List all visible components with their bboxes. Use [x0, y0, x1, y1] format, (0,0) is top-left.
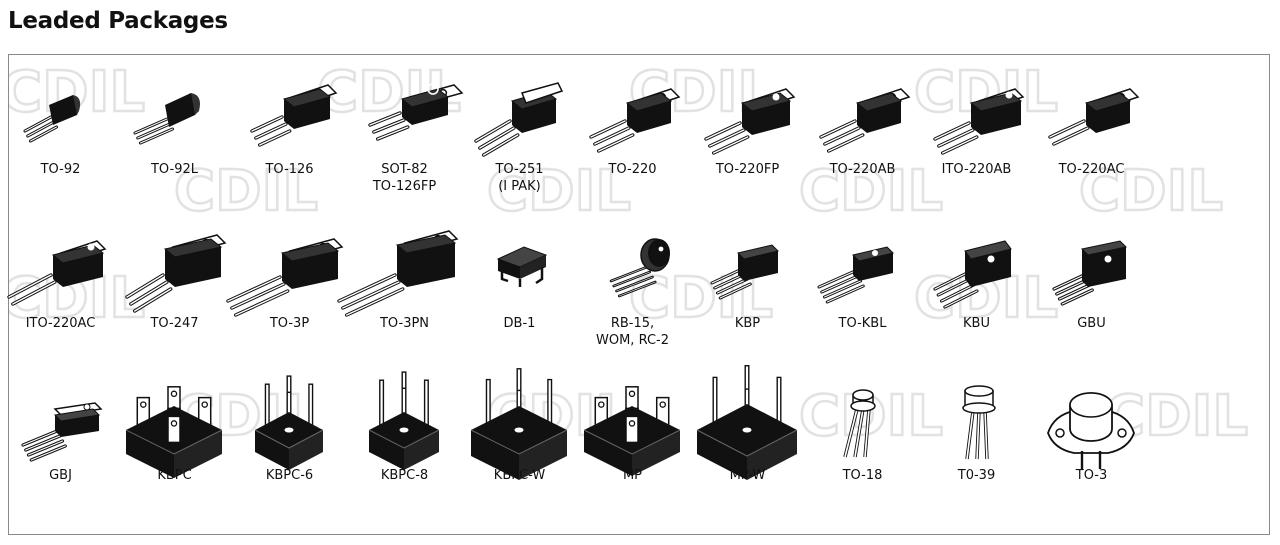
package-cell: TO-18 [805, 375, 920, 525]
package-cell: KBPC-W [462, 368, 577, 525]
to220ac-package-icon [1048, 88, 1140, 146]
package-label: DB-1 [503, 316, 536, 331]
package-label: KBU [963, 316, 990, 331]
package-label: TO-220 [608, 162, 657, 177]
package-label: TO-247 [150, 316, 199, 331]
package-cell: TO-3 [1034, 375, 1149, 525]
kbpc-bridge-icon [125, 386, 223, 478]
package-cell: TO-92 [3, 63, 118, 213]
package-cell: KBPC-8 [347, 371, 462, 525]
package-label: TO-251(I PAK) [495, 162, 544, 194]
kbu-bridge-icon [933, 240, 1012, 309]
to92l-transistor-icon [133, 93, 200, 145]
package-label: GBJ [49, 468, 72, 483]
package-cell: MP [575, 375, 690, 525]
kbpc8-bridge-icon [368, 371, 440, 470]
package-cell: KBU [919, 215, 1034, 365]
package-cell: ITO-220AB [919, 63, 1034, 213]
kbpcw-bridge-icon [470, 368, 568, 480]
gbj-bridge-icon [21, 402, 103, 462]
package-label: ITO-220AC [25, 316, 96, 331]
package-cell: KBPC-6 [232, 375, 347, 525]
gbu-bridge-icon [1052, 240, 1128, 306]
package-cell: TO-247 [117, 215, 232, 365]
package-label: TO-220AC [1058, 162, 1125, 177]
to3p-package-icon [226, 238, 344, 317]
to92-transistor-icon [23, 95, 81, 143]
rb15-round-bridge-icon [609, 238, 670, 298]
to220-package-icon [589, 88, 681, 153]
to3-metal-can-icon [1047, 392, 1135, 469]
package-cell: ITO-220AC [3, 215, 118, 365]
package-label: KBPC-8 [380, 468, 429, 483]
to18-metal-can-icon [843, 389, 876, 458]
package-label: MP [622, 468, 643, 483]
package-label: TO-92 [40, 162, 81, 177]
package-cell: T0-39 [919, 375, 1034, 525]
package-cell: KBP [690, 215, 805, 365]
package-label: TO-18 [842, 468, 883, 483]
to220fp-package-icon [704, 88, 796, 155]
package-cell: TO-220 [575, 63, 690, 213]
to3pn-package-icon [337, 230, 459, 317]
db1-package-icon [496, 246, 548, 287]
ito220ab-package-icon [933, 88, 1025, 155]
packages-panel: CDIL CDIL CDIL CDIL CDIL CDIL CDIL CDIL … [7, 54, 1270, 535]
package-cell: TO-126 [232, 63, 347, 213]
package-label: TO-220FP [715, 162, 780, 177]
package-label: TO-220AB [829, 162, 896, 177]
package-cell: DB-1 [462, 215, 577, 365]
package-label: KBPC-W [493, 468, 546, 483]
package-label: TO-3 [1075, 468, 1108, 483]
to251-package-icon [474, 82, 564, 157]
to126-package-icon [250, 84, 338, 147]
package-label: KBPC [157, 468, 192, 483]
tokbl-bridge-icon [817, 246, 894, 304]
package-cell: TO-220AC [1034, 63, 1149, 213]
to39-metal-can-icon [962, 385, 996, 460]
package-label: TO-KBL [838, 316, 887, 331]
package-cell: KBPC [117, 375, 232, 525]
package-cell: TO-251(I PAK) [462, 63, 577, 213]
package-cell: GBU [1034, 215, 1149, 365]
package-label: KBPC-6 [265, 468, 314, 483]
mp-bridge-icon [583, 386, 681, 476]
package-cell: GBJ [3, 375, 118, 525]
kbpc6-bridge-icon [254, 375, 324, 470]
package-cell: RB-15,WOM, RC-2 [575, 215, 690, 365]
package-label: T0-39 [957, 468, 996, 483]
page-title: Leaded Packages [8, 8, 228, 34]
to247-package-icon [125, 234, 227, 313]
kbp-bridge-icon [710, 244, 779, 300]
package-cell: TO-220AB [805, 63, 920, 213]
package-label: TO-126 [265, 162, 314, 177]
to220ab-package-icon [819, 88, 911, 153]
package-cell: TO-3P [226, 215, 347, 365]
package-cell: MP-W [690, 364, 805, 525]
package-cell: TO-KBL [805, 215, 920, 365]
ito220ac-package-icon [7, 240, 107, 306]
mpw-bridge-icon [696, 364, 798, 480]
package-label: KBP [734, 316, 761, 331]
package-cell: TO-92L [117, 63, 232, 213]
package-label: GBU [1077, 316, 1106, 331]
sot82-package-icon [368, 83, 464, 141]
package-label: TO-3PN [379, 316, 430, 331]
package-label: MP-W [729, 468, 766, 483]
package-label: ITO-220AB [941, 162, 1012, 177]
package-cell: TO-3PN [337, 215, 462, 365]
package-label: TO-3P [269, 316, 310, 331]
package-label: TO-92L [150, 162, 198, 177]
package-cell: TO-220FP [690, 63, 805, 213]
package-label: RB-15,WOM, RC-2 [596, 316, 669, 348]
